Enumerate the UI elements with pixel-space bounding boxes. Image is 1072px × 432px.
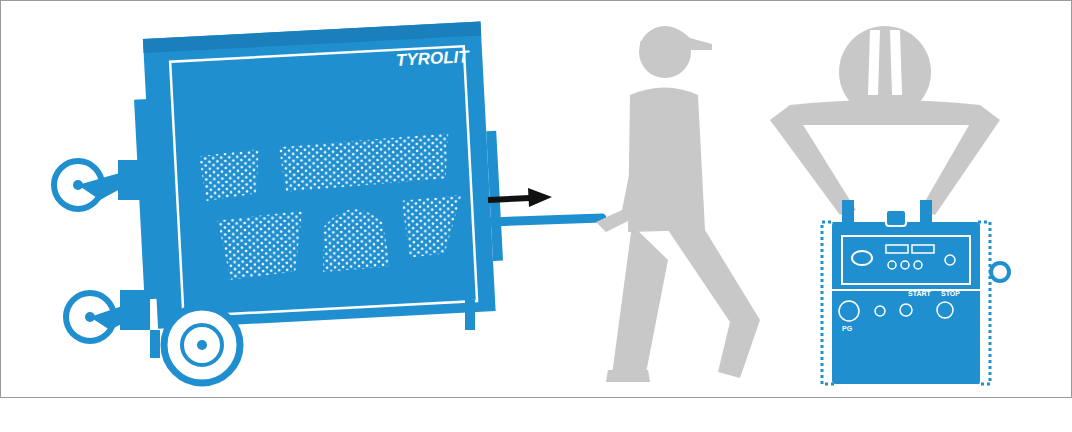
frame <box>1 1 1072 398</box>
button-label: START <box>908 290 931 297</box>
direction-arrow <box>528 188 552 207</box>
housing <box>143 21 496 328</box>
button-label: STOP <box>941 290 960 297</box>
wheel <box>164 307 240 383</box>
vent-mesh <box>199 133 466 281</box>
worker-walking <box>596 26 760 382</box>
control-box <box>822 200 1009 384</box>
brand-logo: TYROLIT <box>396 48 470 69</box>
worker-carrying <box>770 26 1000 215</box>
handle <box>490 218 602 222</box>
control-label: PG <box>842 325 852 332</box>
panel-line <box>170 46 477 316</box>
saw-unit <box>54 21 602 383</box>
